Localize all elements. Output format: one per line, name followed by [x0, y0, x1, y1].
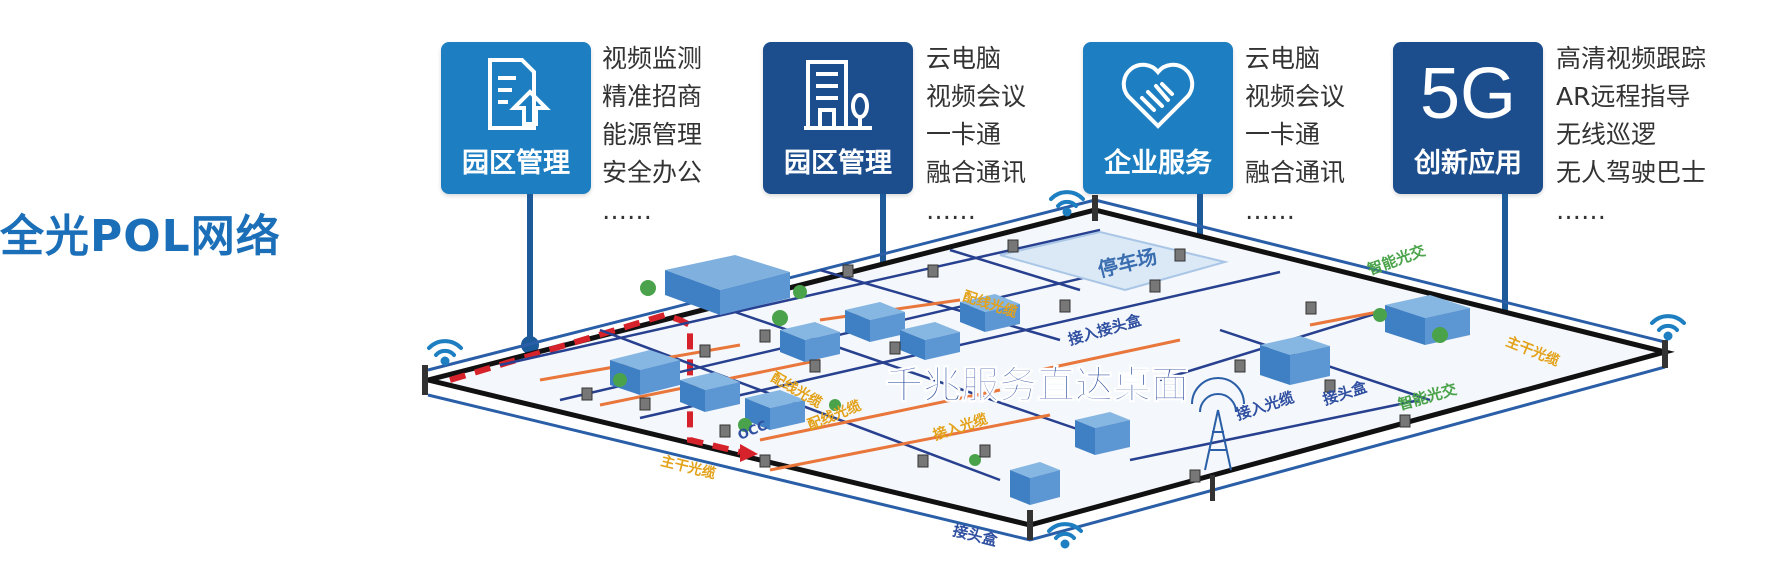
card-label: 企业服务	[1104, 148, 1212, 179]
card-label: 创新应用	[1414, 148, 1522, 179]
card-innovation-apps: 5G 创新应用	[1393, 42, 1543, 194]
card-label: 园区管理	[784, 148, 892, 179]
list-item: 视频会议	[926, 82, 1027, 111]
list-item: 无人驾驶巴士	[1556, 158, 1707, 187]
wifi-icon	[1049, 190, 1085, 217]
page-title: 全光POL网络	[0, 211, 281, 262]
wifi-icon	[427, 339, 463, 366]
card-label: 园区管理	[462, 148, 570, 179]
buildings	[610, 255, 1470, 505]
label-smart-cross: 智能光交	[1365, 241, 1428, 278]
park-border-blue	[1094, 198, 1666, 344]
trees	[613, 280, 1448, 466]
corner-post	[1027, 510, 1033, 540]
card-list-4: 高清视频跟踪 AR远程指导 无线巡逻 无人驾驶巴士 ……	[1556, 40, 1706, 230]
card-enterprise-services: 企业服务	[1083, 42, 1233, 194]
list-item: 融合通讯	[1245, 158, 1346, 187]
list-item: 精准招商	[602, 82, 703, 111]
card-list-1: 视频监测 精准招商 能源管理 安全办公 ……	[602, 40, 702, 230]
center-text: 千兆服务直达桌面	[885, 363, 1189, 407]
list-item: ……	[926, 196, 976, 225]
list-item: AR远程指导	[1556, 82, 1691, 111]
corner-post	[1662, 340, 1668, 368]
list-item: 一卡通	[926, 120, 1002, 149]
list-item: 云电脑	[926, 44, 1002, 73]
list-item: 无线巡逻	[1556, 120, 1657, 149]
card-list-3: 云电脑 视频会议 一卡通 融合通讯 ……	[1245, 40, 1345, 230]
list-item: 融合通讯	[926, 158, 1027, 187]
label-splice-box: 接头盒	[951, 521, 1000, 550]
corner-post	[1210, 475, 1215, 501]
wifi-icon	[1650, 314, 1686, 341]
list-item: 能源管理	[602, 120, 703, 149]
parking-lot	[999, 230, 1229, 292]
list-item: 视频监测	[602, 44, 703, 73]
card-park-management-1: 园区管理	[441, 42, 591, 194]
cell-tower-icon	[1191, 377, 1245, 471]
list-item: 一卡通	[1245, 120, 1321, 149]
list-item: ……	[1556, 196, 1606, 225]
wifi-icon	[1047, 522, 1083, 549]
list-item: ……	[1245, 196, 1295, 225]
list-item: ……	[602, 196, 652, 225]
list-item: 安全办公	[602, 158, 703, 187]
list-item: 云电脑	[1245, 44, 1321, 73]
corner-post	[422, 365, 428, 395]
card-list-2: 云电脑 视频会议 一卡通 融合通讯 ……	[926, 40, 1026, 230]
card-park-management-2: 园区管理	[763, 42, 913, 194]
5g-icon: 5G	[1419, 54, 1517, 134]
splice-nodes	[581, 239, 1411, 483]
list-item: 高清视频跟踪	[1556, 44, 1707, 73]
building-icon	[804, 60, 872, 130]
handshake-heart-icon	[1121, 62, 1195, 129]
list-item: 视频会议	[1245, 82, 1346, 111]
park-document-icon	[488, 58, 551, 130]
trunk-arrow	[740, 444, 758, 462]
corner-post	[1092, 195, 1098, 221]
